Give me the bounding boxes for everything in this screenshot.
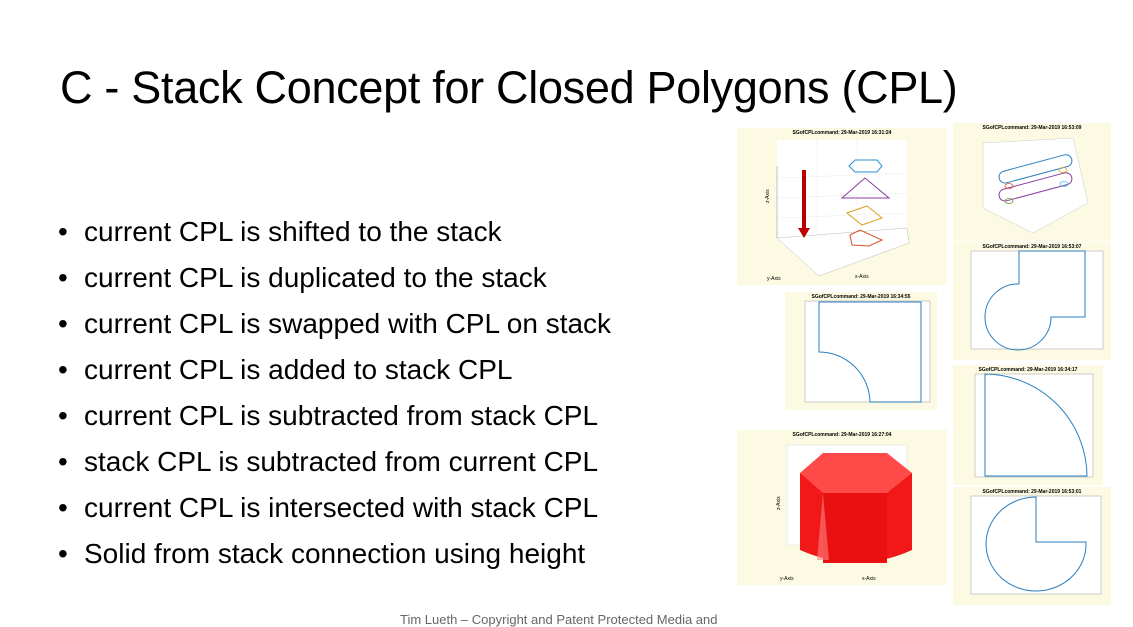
- footer-text: Tim Lueth – Copyright and Patent Protect…: [400, 612, 718, 627]
- bullet-item: •current CPL is intersected with stack C…: [58, 492, 599, 523]
- figure-slots-3d: SGofCPLcommand: 29-Mar-2019 16:53:09: [953, 123, 1111, 241]
- bullet-item: •stack CPL is subtracted from current CP…: [58, 446, 599, 477]
- bullet-item: •current CPL is added to stack CPL: [58, 354, 513, 385]
- bullet-item: •current CPL is swapped with CPL on stac…: [58, 308, 612, 339]
- add-plot: [970, 250, 1104, 351]
- slide-title: C - Stack Concept for Closed Polygons (C…: [60, 62, 958, 113]
- bullet-item: •current CPL is shifted to the stack: [58, 216, 502, 247]
- subtract-plot: [804, 300, 931, 403]
- bullet-item: •current CPL is subtracted from stack CP…: [58, 400, 599, 431]
- figure-add-plot: SGofCPLcommand: 29-Mar-2019 16:53:07: [953, 242, 1111, 360]
- y-axis-label: y-Axis: [767, 276, 781, 282]
- slots-3d-plot: [982, 137, 1089, 234]
- z-axis-label: z-Axis: [776, 496, 782, 510]
- figure-stack-3d: SGofCPLcommand: 29-Mar-2019 16:31:24 y-A…: [737, 128, 947, 285]
- bullet-item: •current CPL is duplicated to the stack: [58, 262, 547, 293]
- figure-intersect-plot: SGofCPLcommand: 29-Mar-2019 16:34:17: [953, 365, 1103, 485]
- figure-solid-3d: SGofCPLcommand: 29-Mar-2019 16:27:04 y-A…: [737, 430, 947, 585]
- y-axis-label: y-Axis: [780, 576, 794, 582]
- solid-3d-plot: y-Axis x-Axis z-Axis: [776, 444, 912, 582]
- figure-subtract-plot: SGofCPLcommand: 29-Mar-2019 16:34:55: [785, 292, 937, 410]
- x-axis-label: x-Axis: [855, 274, 869, 280]
- circle-plot: [970, 495, 1102, 595]
- z-axis-label: z-Axis: [765, 189, 771, 203]
- bullet-item: •Solid from stack connection using heigh…: [58, 538, 586, 569]
- figure-circle-plot: SGofCPLcommand: 29-Mar-2019 16:53:01: [953, 487, 1111, 605]
- bullet-list: •current CPL is shifted to the stack •cu…: [58, 212, 611, 580]
- intersect-plot: [974, 373, 1094, 478]
- stack-3d-plot: y-Axis x-Axis z-Axis: [765, 140, 910, 282]
- x-axis-label: x-Axis: [862, 576, 876, 582]
